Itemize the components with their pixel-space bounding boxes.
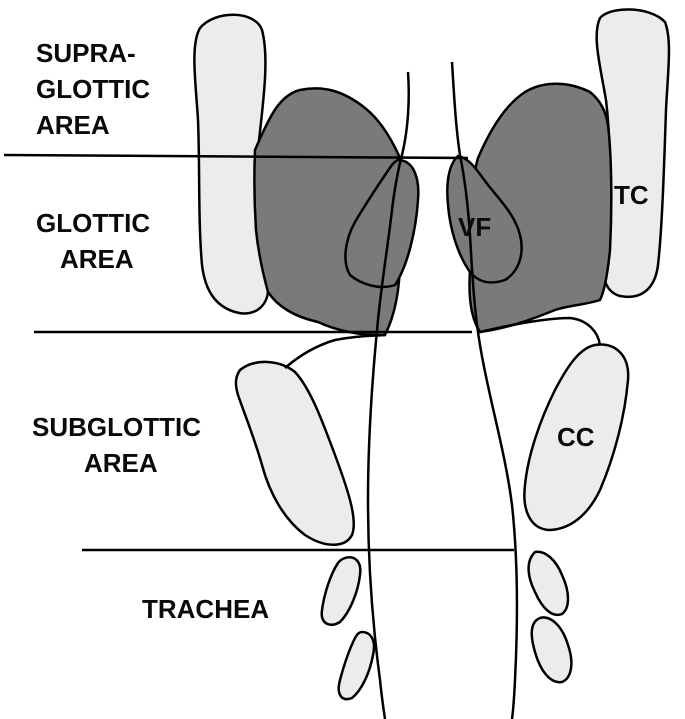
label-vocal-fold: VF: [458, 212, 491, 242]
label-thyroid-cartilage: TC: [614, 180, 649, 210]
right-tracheal-ring-lower: [530, 616, 573, 684]
left-cricothyroid-line: [284, 333, 386, 369]
left-vocal-fold: [344, 158, 420, 289]
label-trachea: TRACHEA: [142, 594, 269, 624]
left-airway-wall: [366, 71, 410, 719]
right-thyroid-cartilage: [595, 8, 671, 299]
label-supraglottic-line3: AREA: [36, 110, 110, 140]
left-thyroid-cartilage: [193, 13, 270, 315]
label-subglottic-line2: AREA: [84, 448, 158, 478]
right-airway-wall: [450, 61, 519, 719]
label-glottic-line1: GLOTTIC: [36, 208, 150, 238]
label-cricoid-cartilage: CC: [557, 422, 595, 452]
label-subglottic-line1: SUBGLOTTIC: [32, 412, 201, 442]
right-cricothyroid-line: [479, 316, 602, 346]
left-tracheal-ring-lower: [337, 630, 376, 701]
label-supraglottic-line1: SUPRA-: [36, 38, 136, 68]
label-glottic-line2: AREA: [60, 244, 134, 274]
supraglottic-divider: [3, 153, 469, 160]
left-cricoid-cartilage: [234, 360, 356, 546]
left-tracheal-ring-upper: [320, 556, 362, 626]
label-supraglottic-line2: GLOTTIC: [36, 74, 150, 104]
right-tracheal-ring-upper: [527, 550, 570, 617]
right-cricoid-cartilage: [523, 343, 630, 532]
